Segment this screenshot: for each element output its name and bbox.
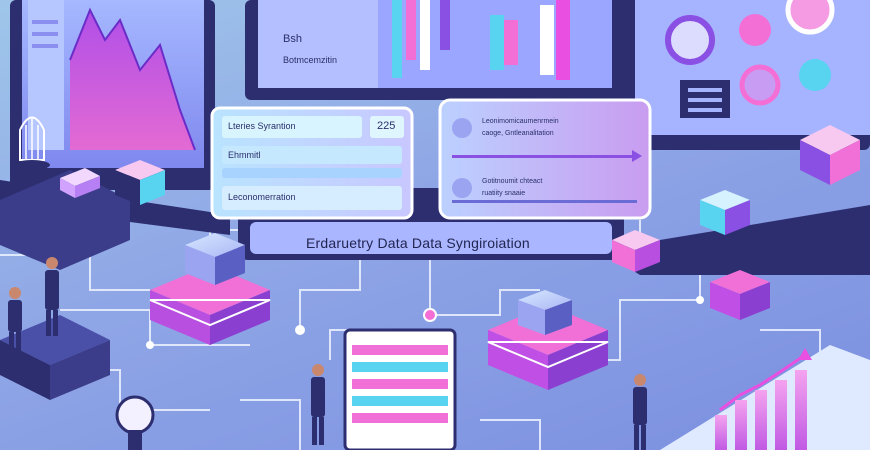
birdcage-icon — [14, 116, 50, 170]
left-panel-row1-value: 225 — [377, 120, 396, 132]
right-monitor — [600, 0, 870, 275]
people — [8, 257, 647, 450]
left-panel-row3-label: Leconomerration — [228, 192, 296, 202]
right-panel-row1-line2: caoge, Gntleanalitation — [482, 130, 554, 137]
cube-stack-right — [612, 125, 860, 320]
top-screen-line1: Bsh — [283, 33, 302, 45]
left-panel-shape — [210, 106, 414, 220]
left-pedestals — [0, 315, 110, 400]
top-screen-line2: Botmcemzitin — [283, 55, 338, 65]
right-panel-row1-line1: Leonimomicaumenrmein — [482, 118, 559, 125]
cube-stack-center — [487, 290, 609, 390]
banner-title: Erdaruetry Data Data Syngiroiation — [306, 235, 530, 251]
bottom-right-chart — [660, 345, 870, 450]
cube-stack-left — [149, 233, 271, 345]
left-desk — [0, 160, 165, 270]
lightbulb — [115, 395, 155, 450]
right-panel-shape — [438, 98, 652, 220]
right-panel-row2-line1: Gotitnoumit chteact — [482, 178, 543, 185]
left-panel-row1-label: Lteries Syrantion — [228, 121, 296, 131]
left-monitor — [0, 0, 230, 235]
bottom-tablet — [343, 328, 457, 450]
right-panel-row2-line2: ruatiity snaaie — [482, 190, 526, 197]
left-panel-row2-label: Ehmmitl — [228, 150, 261, 160]
top-center-monitor — [245, 0, 625, 100]
